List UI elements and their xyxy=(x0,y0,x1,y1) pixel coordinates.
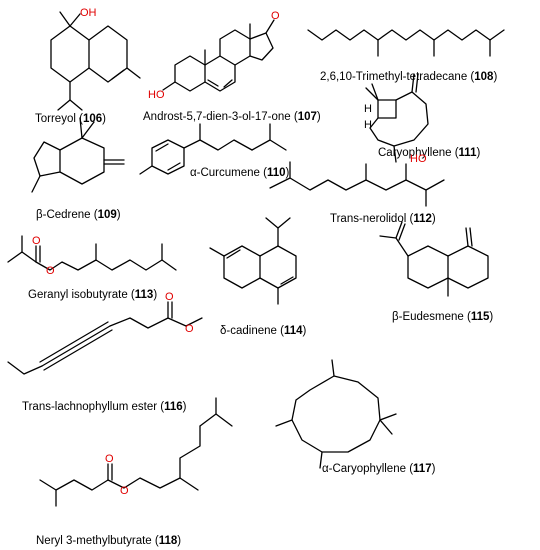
structure-lachnophyllum-ester: O O xyxy=(7,291,203,375)
ester-oxygen-label: O xyxy=(46,265,55,277)
structure-humulene xyxy=(275,359,397,469)
compound-label-humulene: α-Caryophyllene (117) xyxy=(322,463,436,475)
compound-label-nerolidol: Trans-nerolidol (112) xyxy=(330,213,436,225)
carbonyl-oxygen-label: O xyxy=(165,291,174,303)
structure-caryophyllene: H H xyxy=(364,73,429,163)
structure-androstdienolone: O HO xyxy=(148,10,280,101)
carbonyl-oxygen-label: O xyxy=(105,453,114,465)
structure-trimethyltetradecane xyxy=(307,29,505,57)
compound-label-lachnophyllum-ester: Trans-lachnophyllum ester (116) xyxy=(22,401,187,413)
compound-label-cadinene: δ-cadinene (114) xyxy=(220,325,307,337)
compound-label-caryophyllene: Caryophyllene (111) xyxy=(378,147,480,159)
hydroxyl-label: HO xyxy=(410,153,427,165)
compound-label-trimethyltetradecane: 2,6,10-Trimethyl-tetradecane (108) xyxy=(320,71,497,83)
structure-cedrene xyxy=(31,117,125,193)
structure-cadinene xyxy=(209,217,297,305)
compound-label-geranyl-isobutyrate: Geranyl isobutyrate (113) xyxy=(28,289,157,301)
compound-label-eudesmene: β-Eudesmene (115) xyxy=(392,311,493,323)
structure-torreyol: OH xyxy=(50,7,141,111)
ester-oxygen-label: O xyxy=(120,485,129,497)
compound-label-neryl-methylbutyrate: Neryl 3-methylbutyrate (118) xyxy=(36,535,181,547)
ester-oxygen-label: O xyxy=(185,323,194,335)
hydroxyl-label: HO xyxy=(148,89,165,101)
hydrogen-label-b: H xyxy=(364,119,372,131)
structure-eudesmene xyxy=(379,221,489,297)
structure-geranyl-isobutyrate: O O xyxy=(7,235,177,277)
hydrogen-label-a: H xyxy=(364,103,372,115)
compound-label-curcumene: α-Curcumene (110) xyxy=(190,167,290,179)
hydroxyl-label: OH xyxy=(80,7,97,19)
ketone-oxygen-label: O xyxy=(271,10,280,22)
compound-label-torreyol: Torreyol (106) xyxy=(35,113,106,125)
compound-label-cedrene: β-Cedrene (109) xyxy=(36,209,121,221)
structure-curcumene xyxy=(139,123,287,175)
structure-nerolidol: HO xyxy=(269,153,445,207)
carbonyl-oxygen-label: O xyxy=(32,235,41,247)
structure-neryl-methylbutyrate: O O xyxy=(39,397,233,507)
compound-label-androstdienolone: Androst-5,7-dien-3-ol-17-one (107) xyxy=(143,111,321,123)
